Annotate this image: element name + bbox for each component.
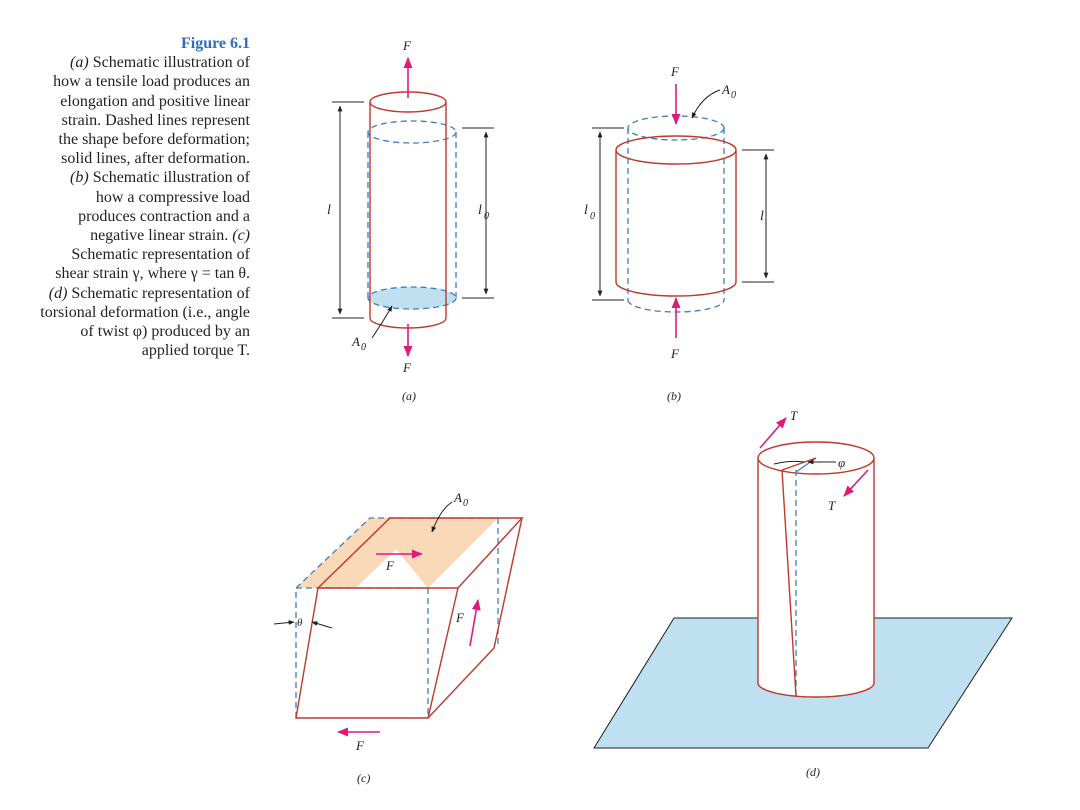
panel-c-shear: F F F A 0 θ (c) [273,490,524,785]
d-cylinder-body-fill [758,458,874,697]
caption-text-d: Schematic representation of torsional de… [40,284,250,360]
subfigure-label-a: (a) [402,389,416,403]
c-theta-arrow-left [273,620,295,625]
a-original-top [367,120,457,144]
d-torque-bottom-arrow [843,469,869,497]
caption-tag-b: (b) [70,169,89,187]
a-a0-label: A [351,334,360,349]
d-cylinder-bottom [757,682,875,698]
a-dim-l0-subscript: 0 [484,211,489,222]
a-a0-pointer [371,305,393,339]
c-deformed-top-face-shade [370,518,498,588]
d-torque-top-label: T [790,408,798,423]
caption-part-d: (d) Schematic representation of torsiona… [40,284,250,361]
c-a0-subscript: 0 [463,498,468,509]
subfigure-label-d: (d) [806,765,820,779]
b-a0-pointer [691,89,721,119]
panel-d-torsion: φ T T (d) [593,408,1013,779]
b-dim-l0-subscript: 0 [590,211,595,222]
c-theta-label: θ [297,617,303,629]
c-a0-pointer [431,501,453,533]
c-force-bottom-label: F [355,738,365,753]
c-force-side-label: F [455,610,465,625]
b-force-top-label: F [670,64,680,79]
b-dim-l-label: l [760,209,764,224]
figure-title: Figure 6.1 [180,35,250,52]
d-phi-arc [773,460,805,465]
caption-text-c: Schematic representation of shear strain… [55,246,250,283]
b-a0-label: A [721,82,730,97]
a-dim-l0-label: l [478,203,482,218]
c-force-side-arrow [469,598,481,647]
c-deformed-front-face [295,587,459,719]
caption-part-a: (a) Schematic illustration of how a tens… [40,53,250,168]
b-dim-l0-label: l [584,203,588,218]
caption-part-b: (b) Schematic illustration of how a comp… [40,168,250,283]
b-deformed-bottom [615,281,737,297]
panel-a-tension: F F l l 0 A 0 (a) [327,38,494,403]
subfigure-label-b: (b) [667,389,681,403]
a-dim-l-label: l [327,203,331,218]
c-force-top-label: F [385,558,395,573]
figure-caption: Figure 6.1 (a) Schematic illustration of… [40,34,250,360]
c-deformed-right-face [427,517,523,719]
subfigure-label-c: (c) [357,771,370,785]
caption-text-b: Schematic illustration of how a compress… [78,169,250,245]
d-twisted-line [781,469,797,697]
c-deformed-top-face [317,517,524,589]
caption-tag-a: (a) [70,54,89,72]
d-torque-top-arrow [759,417,787,449]
c-a0-label: A [453,490,462,505]
caption-text-a: Schematic illustration of how a tensile … [53,54,250,168]
b-force-bottom-label: F [670,346,680,361]
panel-b-compression: F F A 0 l 0 l (b) [584,64,774,403]
caption-tag-c: (c) [232,227,250,245]
c-theta-arrow-right [311,621,333,629]
d-torque-bottom-label: T [828,498,836,513]
a-area-a0 [367,286,457,310]
caption-tag-d: (d) [48,284,68,302]
d-phi-label: φ [838,455,845,470]
a-a0-subscript: 0 [361,342,366,353]
b-a0-subscript: 0 [731,90,736,101]
a-force-up-label: F [402,38,412,53]
a-force-down-label: F [402,360,412,375]
